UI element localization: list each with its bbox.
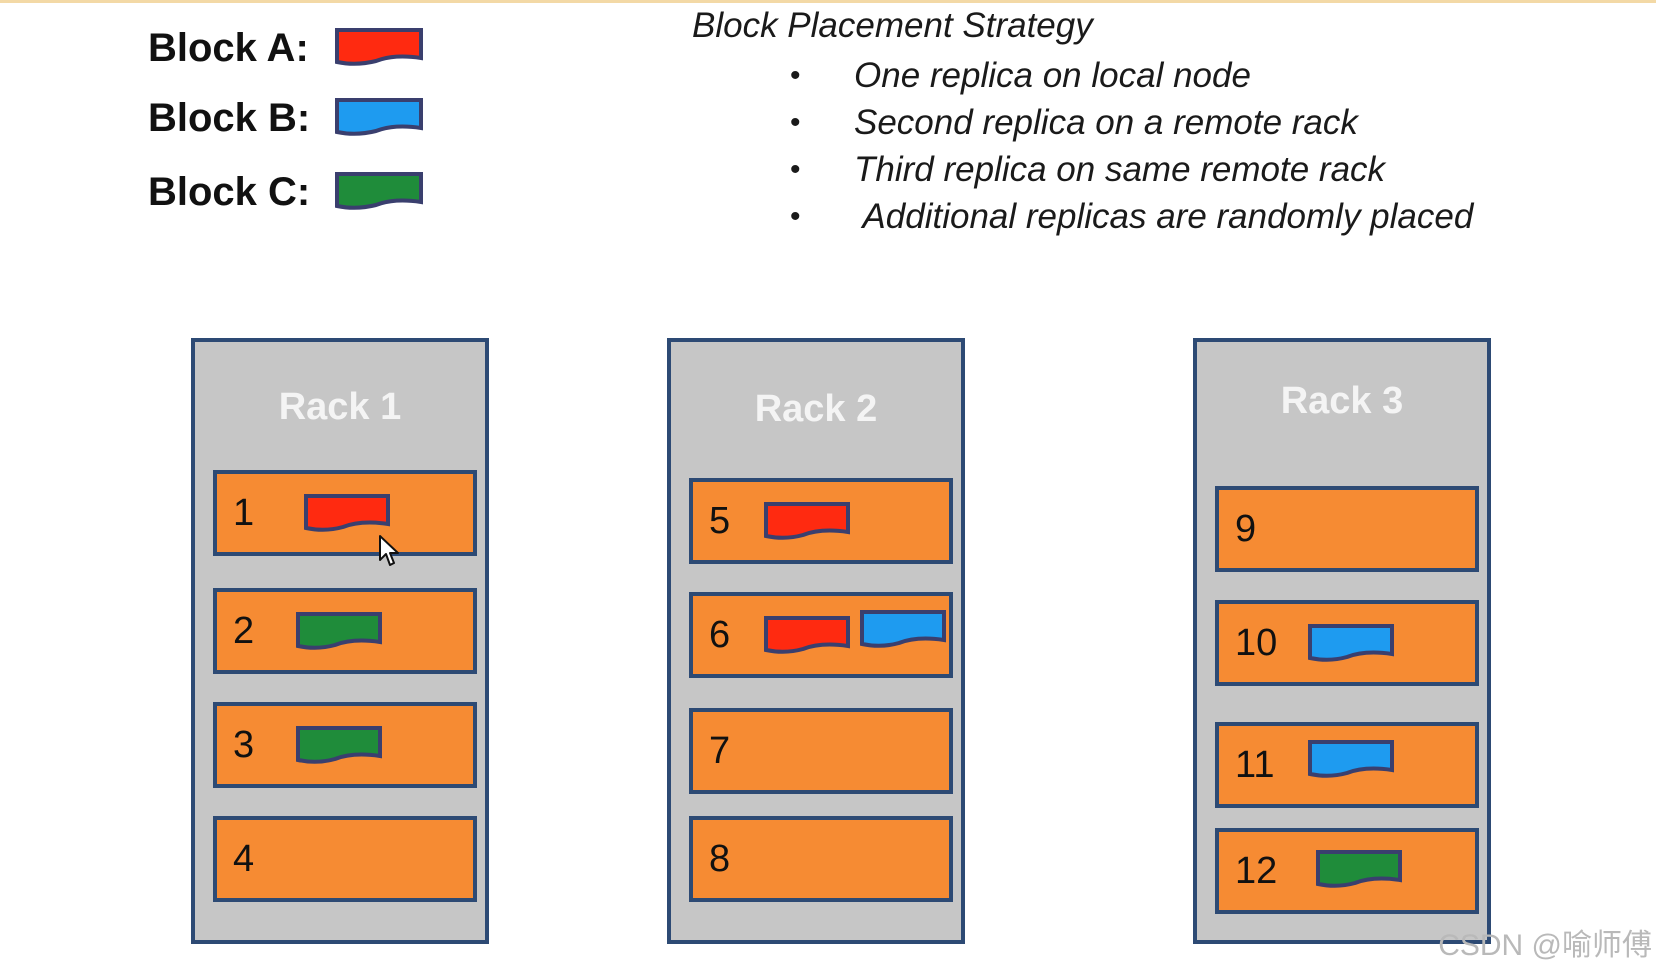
block-c-swatch xyxy=(335,172,423,210)
node-3: 3 xyxy=(213,702,477,788)
node-4: 4 xyxy=(213,816,477,902)
node-number: 2 xyxy=(233,610,255,652)
strategy-title: Block Placement Strategy xyxy=(692,6,1093,45)
node-7: 7 xyxy=(689,708,953,794)
top-border-line xyxy=(0,0,1656,3)
node-number: 6 xyxy=(709,614,731,656)
strategy-item-text: One replica on local node xyxy=(854,56,1251,95)
node-6: 6 xyxy=(689,592,953,678)
strategy-item-text: Additional replicas are randomly placed xyxy=(854,197,1474,236)
block-c-replica xyxy=(1316,850,1402,888)
rack-1: Rack 1 1 2 3 4 xyxy=(191,338,489,944)
watermark: CSDN @喻师傅 xyxy=(1438,929,1652,962)
bullet-icon: • xyxy=(790,59,801,92)
node-1: 1 xyxy=(213,470,477,556)
block-c-replica xyxy=(296,612,382,650)
rack-title: Rack 2 xyxy=(754,388,878,430)
strategy-item-text: Second replica on a remote rack xyxy=(854,103,1358,142)
block-a-replica xyxy=(304,494,390,532)
block-a-swatch xyxy=(335,28,423,66)
bullet-icon: • xyxy=(790,200,801,233)
node-8: 8 xyxy=(689,816,953,902)
node-number: 5 xyxy=(709,500,731,542)
node-10: 10 xyxy=(1215,600,1479,686)
node-number: 1 xyxy=(233,492,255,534)
node-12: 12 xyxy=(1215,828,1479,914)
bullet-icon: • xyxy=(790,106,801,139)
node-number: 3 xyxy=(233,724,255,766)
node-number: 12 xyxy=(1235,850,1278,892)
rack-title: Rack 1 xyxy=(278,386,402,428)
block-a-replica xyxy=(764,502,850,540)
legend-label-block-b: Block B: xyxy=(148,96,311,140)
block-b-swatch xyxy=(335,98,423,136)
node-number: 10 xyxy=(1235,622,1278,664)
legend-label-block-a: Block A: xyxy=(148,26,309,70)
rack-3: Rack 3 9 10 11 12 xyxy=(1193,338,1491,944)
node-2: 2 xyxy=(213,588,477,674)
node-11: 11 xyxy=(1215,722,1479,808)
bullet-icon: • xyxy=(790,153,801,186)
block-b-replica xyxy=(860,610,946,648)
strategy-item-text: Third replica on same remote rack xyxy=(854,150,1386,189)
block-c-replica xyxy=(296,726,382,764)
node-9: 9 xyxy=(1215,486,1479,572)
node-number: 9 xyxy=(1235,508,1257,550)
block-b-replica xyxy=(1308,624,1394,662)
node-number: 7 xyxy=(709,730,731,772)
block-a-replica xyxy=(764,616,850,654)
legend-label-block-c: Block C: xyxy=(148,170,311,214)
mouse-cursor-icon xyxy=(379,535,399,566)
node-5: 5 xyxy=(689,478,953,564)
node-number: 11 xyxy=(1235,744,1275,786)
node-number: 8 xyxy=(709,838,731,880)
node-number: 4 xyxy=(233,838,255,880)
block-b-replica xyxy=(1308,740,1394,778)
rack-title: Rack 3 xyxy=(1280,380,1404,422)
rack-2: Rack 2 5 6 7 8 xyxy=(667,338,965,944)
